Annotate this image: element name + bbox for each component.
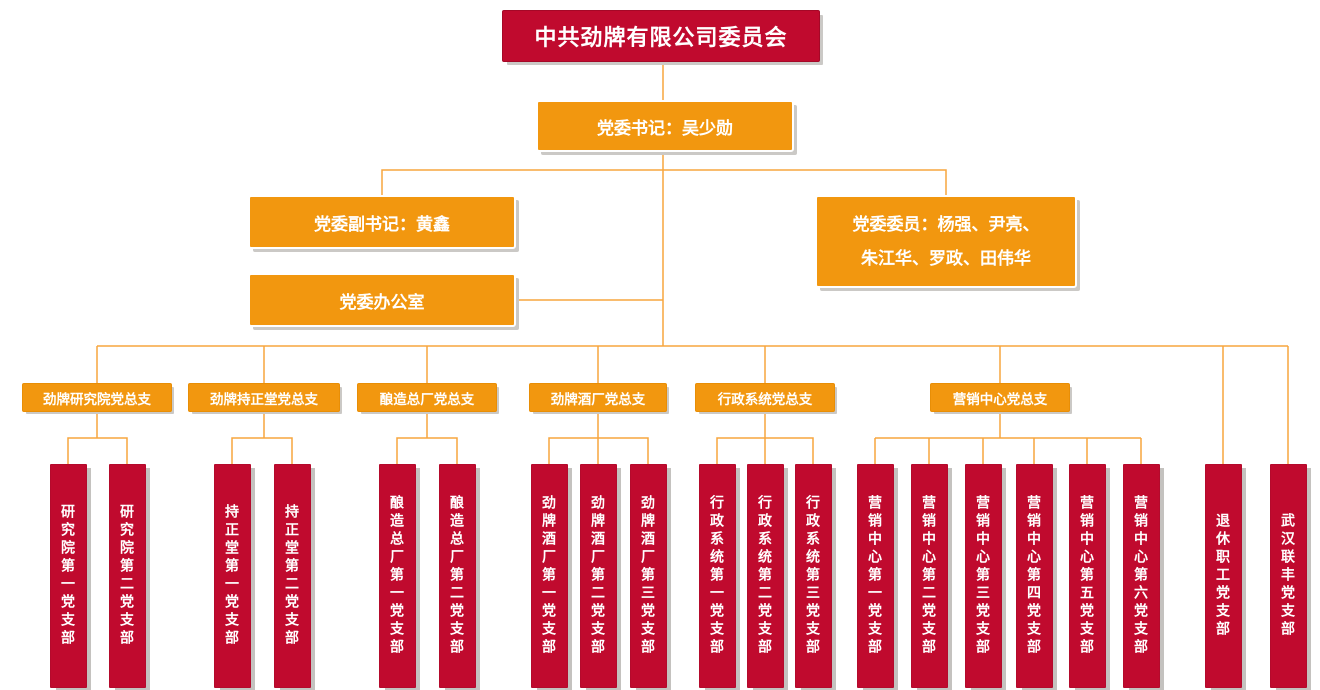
node-branch-jing-winery: 劲牌酒厂党总支 (529, 383, 667, 412)
node-party-office: 党委办公室 (248, 273, 516, 327)
node-cell-wuhan-lianfeng: 武汉联丰党支部 (1269, 464, 1307, 688)
node-cell-brewing-2: 酿造总厂第二党支部 (438, 464, 476, 688)
node-cell-chizhengtang-1: 持正堂第一党支部 (213, 464, 251, 688)
node-branch-chizhengtang: 劲牌持正堂党总支 (188, 383, 340, 412)
node-cell-chizhengtang-2: 持正堂第二党支部 (273, 464, 311, 688)
node-cell-marketing-3: 营销中心第三党支部 (964, 464, 1002, 688)
node-cell-winery-2: 劲牌酒厂第二党支部 (579, 464, 617, 688)
node-committee-members: 党委委员：杨强、尹亮、 朱江华、罗政、田伟华 (815, 195, 1077, 288)
node-cell-winery-3: 劲牌酒厂第三党支部 (629, 464, 667, 688)
node-cell-admin-2: 行政系统第二党支部 (746, 464, 784, 688)
node-cell-retired-staff: 退休职工党支部 (1204, 464, 1242, 688)
node-cell-admin-1: 行政系统第一党支部 (698, 464, 736, 688)
node-deputy-secretary: 党委副书记：黄鑫 (248, 195, 516, 249)
node-party-secretary: 党委书记：吴少勋 (536, 100, 794, 152)
node-branch-brewing-plant: 酿造总厂党总支 (357, 383, 497, 412)
node-company-committee: 中共劲牌有限公司委员会 (502, 10, 820, 62)
node-cell-marketing-4: 营销中心第四党支部 (1015, 464, 1053, 688)
node-cell-research-2: 研究院第二党支部 (108, 464, 146, 688)
node-branch-admin-system: 行政系统党总支 (695, 383, 835, 412)
node-branch-marketing-center: 营销中心党总支 (930, 383, 1070, 412)
node-cell-research-1: 研究院第一党支部 (49, 464, 87, 688)
node-cell-marketing-6: 营销中心第六党支部 (1122, 464, 1160, 688)
committee-members-line2: 朱江华、罗政、田伟华 (861, 248, 1031, 268)
node-cell-brewing-1: 酿造总厂第一党支部 (378, 464, 416, 688)
node-branch-research-institute: 劲牌研究院党总支 (22, 383, 172, 412)
node-cell-admin-3: 行政系统第三党支部 (794, 464, 832, 688)
committee-members-line1: 党委委员：杨强、尹亮、 (852, 215, 1040, 235)
node-cell-marketing-5: 营销中心第五党支部 (1068, 464, 1106, 688)
node-cell-marketing-2: 营销中心第二党支部 (910, 464, 948, 688)
node-cell-winery-1: 劲牌酒厂第一党支部 (530, 464, 568, 688)
node-cell-marketing-1: 营销中心第一党支部 (856, 464, 894, 688)
